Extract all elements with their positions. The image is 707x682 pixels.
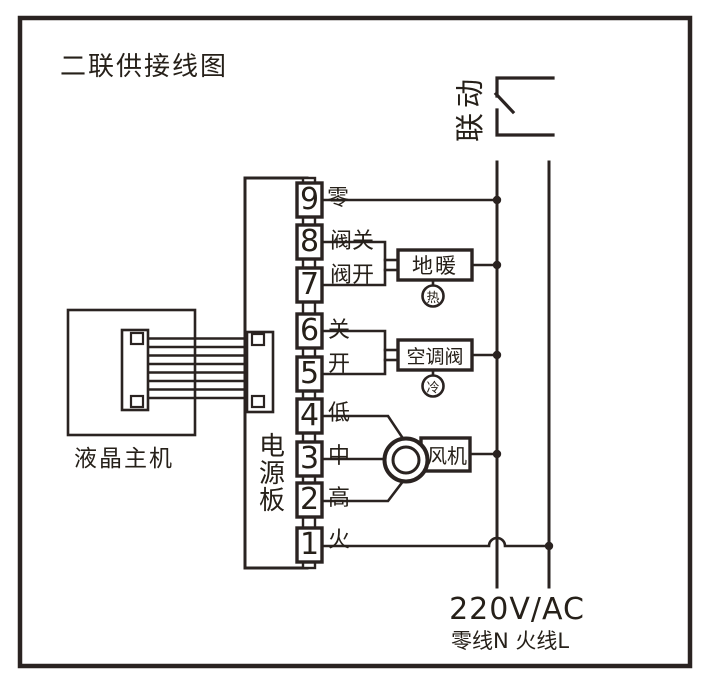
terminal-7-label: 阀开 bbox=[330, 263, 375, 288]
terminal-3-label: 中 bbox=[328, 444, 351, 469]
ac-valve-box bbox=[396, 338, 474, 398]
power-board-label: 电源板 bbox=[258, 432, 285, 516]
terminal-8-number: 8 bbox=[299, 224, 320, 259]
terminal-1-number: 1 bbox=[299, 527, 320, 562]
terminal-2-label: 高 bbox=[328, 486, 351, 511]
linkage-switch-icon bbox=[493, 76, 555, 137]
terminal-1-label: 火 bbox=[328, 528, 351, 553]
terminal-wires bbox=[320, 198, 551, 548]
terminal-9-label: 零 bbox=[327, 186, 350, 211]
terminal-7-number: 7 bbox=[299, 267, 320, 302]
junction-dots bbox=[492, 195, 554, 551]
terminal-5-label: 开 bbox=[328, 352, 351, 377]
terminal-9-number: 9 bbox=[299, 182, 320, 217]
terminal-boxes bbox=[295, 181, 324, 564]
terminal-3-number: 3 bbox=[299, 441, 320, 476]
line-names-label: 零线N 火线L bbox=[450, 629, 570, 653]
linkage-label: 联动 bbox=[453, 74, 487, 143]
page-title: 二联供接线图 bbox=[60, 52, 229, 82]
ribbon-cable bbox=[146, 337, 249, 400]
cold-badge: 冷 bbox=[426, 380, 440, 396]
terminal-6-label: 关 bbox=[328, 318, 351, 343]
power-lines bbox=[495, 160, 551, 589]
outer-border bbox=[17, 15, 693, 669]
cable-connectors bbox=[120, 328, 275, 414]
terminal-6-number: 6 bbox=[299, 313, 320, 348]
terminal-8-label: 阀关 bbox=[330, 229, 375, 254]
voltage-label: 220V/AC bbox=[449, 592, 585, 627]
fan-symbol bbox=[382, 436, 472, 484]
ac-valve-label: 空调阀 bbox=[406, 345, 464, 368]
lcd-host-label: 液晶主机 bbox=[74, 446, 174, 472]
floor-heating-label: 地暖 bbox=[412, 254, 458, 278]
fan-label: 风机 bbox=[427, 444, 467, 468]
terminal-4-label: 低 bbox=[328, 401, 351, 426]
heat-badge: 热 bbox=[426, 290, 440, 306]
terminal-4-number: 4 bbox=[299, 398, 320, 433]
floor-heating-box bbox=[396, 248, 474, 308]
terminal-2-number: 2 bbox=[299, 482, 320, 517]
terminal-5-number: 5 bbox=[299, 356, 320, 391]
